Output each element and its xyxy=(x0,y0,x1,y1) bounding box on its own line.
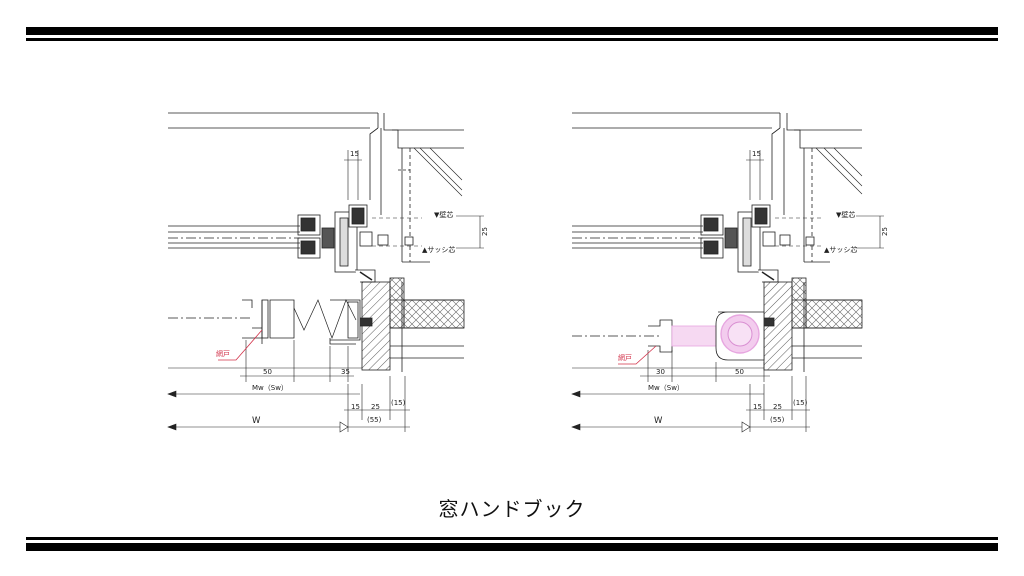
right-wood-trim xyxy=(763,277,863,372)
right-w: W xyxy=(654,416,663,426)
right-dim-15: 15 xyxy=(753,403,762,411)
left-sash-profile xyxy=(297,204,414,283)
left-dim-25: 25 xyxy=(371,403,380,411)
left-dim-side: 25 xyxy=(481,227,489,236)
caption-title: 窓ハンドブック xyxy=(438,497,586,521)
right-dim-15p: (15) xyxy=(793,399,808,407)
left-detail xyxy=(167,112,484,433)
right-sash-mark: ▲サッシ芯 xyxy=(824,245,857,254)
left-dim-15: 15 xyxy=(351,403,360,411)
right-dim-25: 25 xyxy=(773,403,782,411)
left-dim-a: 50 xyxy=(263,368,272,376)
right-wall-mark: ▼壁芯 xyxy=(836,210,855,219)
left-screen-label: 網戸 xyxy=(216,349,230,358)
left-dim-15p: (15) xyxy=(391,399,406,407)
left-dim-b: 35 xyxy=(341,368,350,376)
top-border-thin xyxy=(26,38,998,41)
right-dim-top: 15 xyxy=(752,150,761,158)
left-dimensions xyxy=(167,150,484,433)
right-wall-structure xyxy=(572,112,863,263)
right-dim-b: 50 xyxy=(735,368,744,376)
right-roll-screen xyxy=(572,311,775,361)
right-detail xyxy=(571,112,884,433)
left-wall-structure xyxy=(168,112,464,263)
right-dim-55p: (55) xyxy=(770,416,785,424)
left-dim-top: 15 xyxy=(350,150,359,158)
bottom-border-thick xyxy=(26,543,998,551)
right-screen-label: 網戸 xyxy=(618,353,632,362)
left-sash-mark: ▲サッシ芯 xyxy=(422,245,455,254)
left-screen-leader xyxy=(218,329,263,361)
left-mw: Mw（Sw） xyxy=(252,384,288,392)
right-dimensions xyxy=(571,150,884,433)
right-sash-profile xyxy=(700,204,815,283)
right-glass xyxy=(572,225,703,249)
left-pleated-screen xyxy=(168,299,373,345)
left-dim-55p: (55) xyxy=(367,416,382,424)
left-wood-trim xyxy=(361,277,465,372)
left-w: W xyxy=(252,416,261,426)
right-screen-leader xyxy=(618,345,657,365)
right-mw: Mw（Sw） xyxy=(648,384,684,392)
top-border-thick xyxy=(26,27,998,35)
bottom-border-thin xyxy=(26,537,998,540)
left-glass xyxy=(168,225,300,249)
right-dim-side: 25 xyxy=(881,227,889,236)
left-wall-mark: ▼壁芯 xyxy=(434,210,453,219)
right-dim-a: 30 xyxy=(656,368,665,376)
